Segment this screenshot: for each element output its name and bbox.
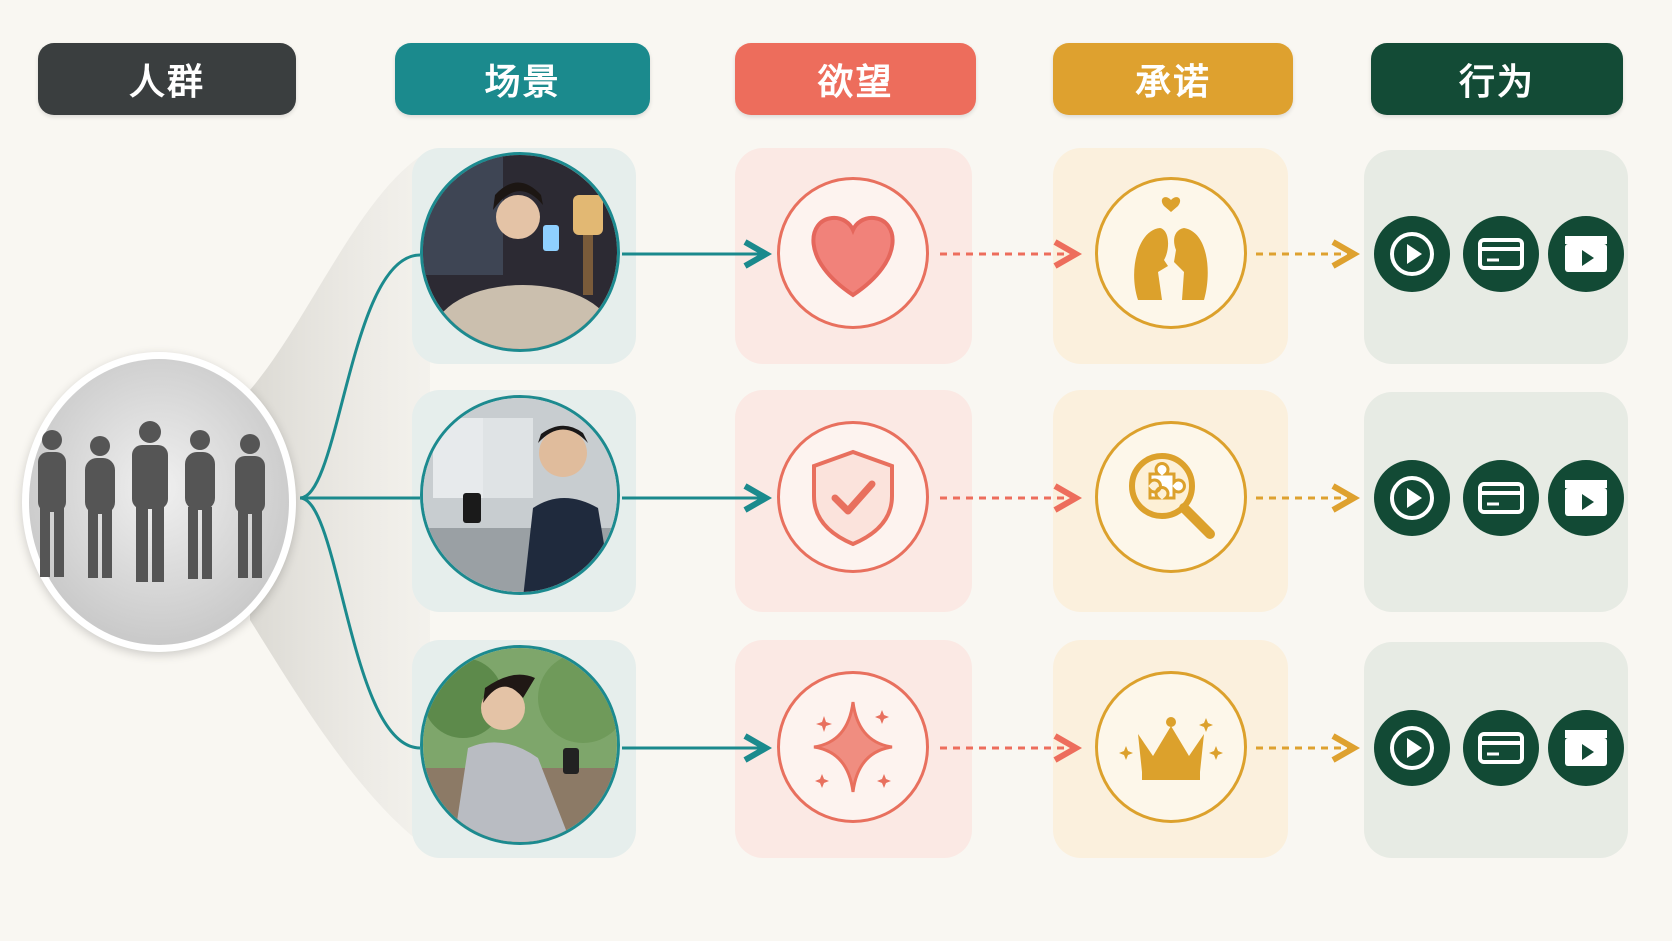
header-promise: 承诺 xyxy=(1053,43,1293,115)
play-icon xyxy=(1390,476,1434,520)
header-scene: 场景 xyxy=(395,43,650,115)
promise-circle-3 xyxy=(1095,671,1247,823)
play-button-2[interactable] xyxy=(1374,460,1450,536)
scene-photo-park-phone xyxy=(420,645,620,845)
sparkle-icon xyxy=(813,701,893,793)
shield-check-icon xyxy=(812,449,894,547)
video-clapper-icon xyxy=(1565,236,1607,272)
video-button-1[interactable] xyxy=(1548,216,1624,292)
play-button-1[interactable] xyxy=(1374,216,1450,292)
play-icon xyxy=(1390,232,1434,276)
heart-icon xyxy=(811,215,895,298)
promise-circle-2 xyxy=(1095,421,1247,573)
video-button-2[interactable] xyxy=(1548,460,1624,536)
scene-photo-night-phone xyxy=(420,152,620,352)
scene-photo-subway-phone xyxy=(420,395,620,595)
crowd-image xyxy=(22,352,296,652)
couple-icon xyxy=(1134,197,1208,300)
video-button-3[interactable] xyxy=(1548,710,1624,786)
man-subway-phone-icon xyxy=(423,398,617,592)
card-icon xyxy=(1478,482,1524,514)
header-action: 行为 xyxy=(1371,43,1623,115)
promise-circle-1 xyxy=(1095,177,1247,329)
card-button-2[interactable] xyxy=(1463,460,1539,536)
tree-branch-top xyxy=(299,253,421,500)
header-desire: 欲望 xyxy=(735,43,976,115)
desire-circle-3 xyxy=(777,671,929,823)
card-icon xyxy=(1478,238,1524,270)
tree-branch-bottom xyxy=(299,496,421,750)
card-button-3[interactable] xyxy=(1463,710,1539,786)
card-button-1[interactable] xyxy=(1463,216,1539,292)
play-button-3[interactable] xyxy=(1374,710,1450,786)
crown-icon xyxy=(1119,717,1223,780)
crowd-silhouettes-icon xyxy=(29,359,289,645)
desire-circle-2 xyxy=(777,421,929,573)
woman-park-phone-icon xyxy=(423,648,617,842)
header-crowd: 人群 xyxy=(38,43,296,115)
woman-night-phone-icon xyxy=(423,155,617,349)
video-clapper-icon xyxy=(1565,480,1607,516)
puzzle-magnifier-icon xyxy=(1129,453,1215,539)
card-icon xyxy=(1478,732,1524,764)
video-clapper-icon xyxy=(1565,730,1607,766)
play-icon xyxy=(1390,726,1434,770)
desire-circle-1 xyxy=(777,177,929,329)
